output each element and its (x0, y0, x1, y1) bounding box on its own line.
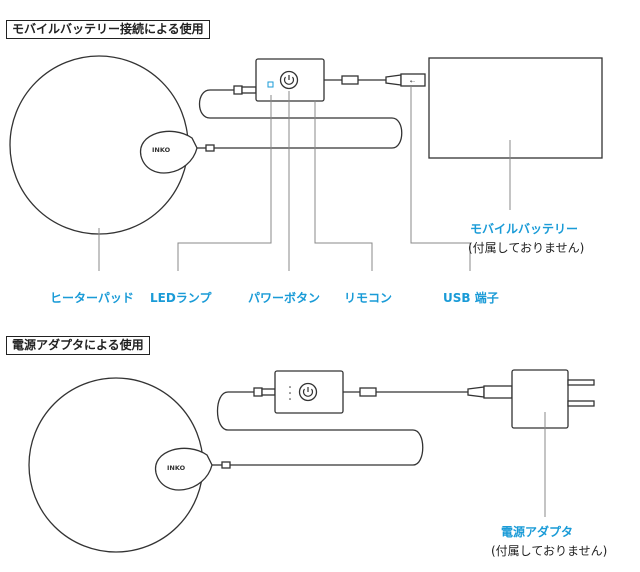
power-adapter (511, 369, 595, 429)
label-usb-port: USB 端子 (443, 291, 499, 305)
note-battery-not-included: (付属しておりません) (468, 241, 585, 255)
leader-lines-top (98, 86, 511, 271)
connector-puck-bottom: INKO (155, 447, 213, 491)
label-led-lamp: LEDランプ (150, 291, 212, 305)
label-heater-pad: ヒーターパッド (50, 291, 134, 305)
remote-control-top (255, 58, 325, 102)
cable-top (197, 73, 426, 152)
section-title-adapter: 電源アダプタによる使用 (6, 336, 150, 355)
cable-bottom (212, 385, 513, 469)
brand-mark-bottom: INKO (167, 464, 186, 472)
led-indicator-top (267, 81, 274, 88)
remote-control-bottom (274, 370, 344, 414)
connector-puck-top: INKO (140, 130, 198, 174)
label-power-button: パワーボタン (248, 291, 321, 305)
brand-mark-top: INKO (152, 146, 171, 154)
label-mobile-battery: モバイルバッテリー (470, 222, 579, 236)
note-adapter-not-included: (付属しておりません) (491, 544, 608, 558)
section-title-battery: モバイルバッテリー接続による使用 (6, 20, 210, 39)
mobile-battery (428, 57, 603, 159)
label-adapter: 電源アダプタ (501, 525, 574, 539)
usb-symbol-top: ⇠ (410, 78, 415, 85)
label-remote: リモコン (344, 291, 393, 305)
